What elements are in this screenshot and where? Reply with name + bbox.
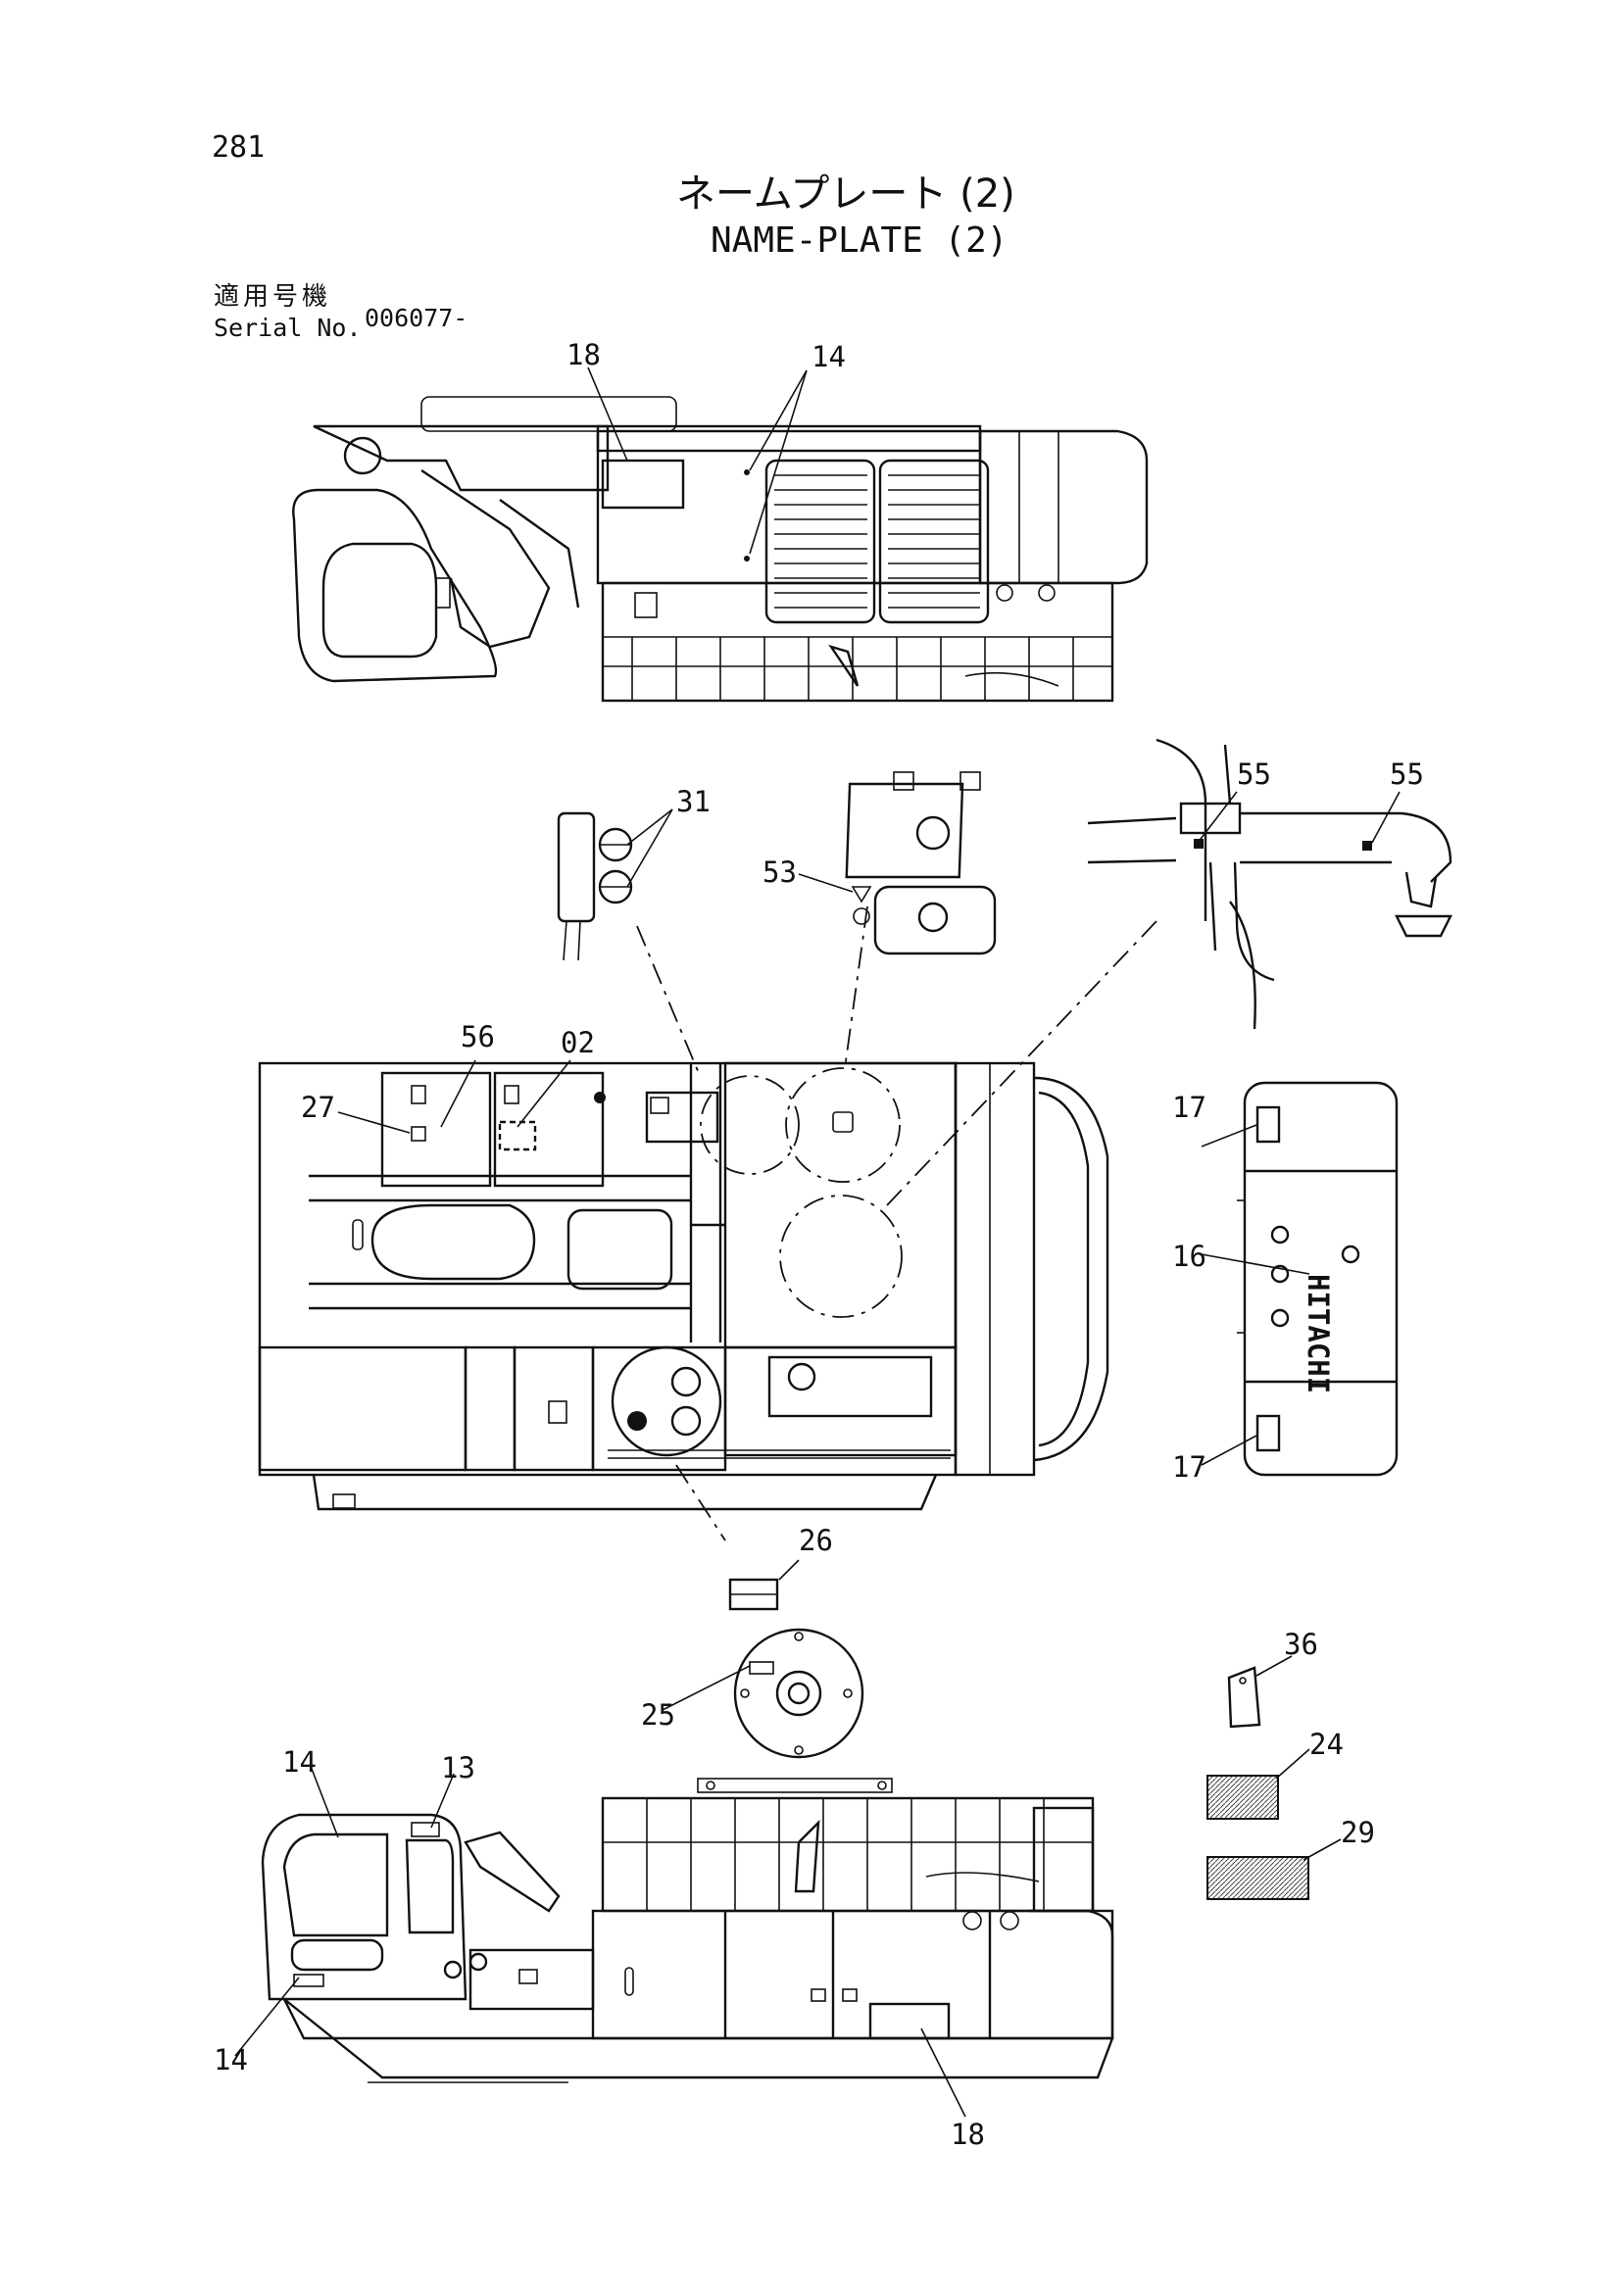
- callout-24: 24: [1309, 1728, 1344, 1761]
- plate-17-top: [1255, 1105, 1281, 1144]
- callout-14-left-top: 14: [282, 1745, 317, 1779]
- label-29: [1206, 1856, 1309, 1900]
- callout-17-top: 17: [1172, 1091, 1206, 1124]
- brand-logo-text: HITACHI: [1302, 1274, 1335, 1393]
- callout-14-top: 14: [812, 340, 846, 373]
- detail-pipe-55: [1087, 738, 1452, 1030]
- detail-counterweight: HITACHI: [1237, 1081, 1399, 1477]
- stickers-group: [1206, 1666, 1309, 1900]
- callout-36: 36: [1284, 1628, 1318, 1661]
- title-japanese: ネームプレート (2): [676, 171, 1015, 217]
- callout-14-left-bottom: 14: [214, 2043, 248, 2076]
- detail-tank-53: [845, 771, 997, 955]
- nameplate-18-lower: [868, 2002, 951, 2040]
- callout-29: 29: [1341, 1816, 1375, 1849]
- machine-plan-view: [258, 1061, 1109, 1511]
- callout-53: 53: [762, 855, 797, 889]
- callout-25: 25: [641, 1698, 675, 1732]
- callout-16: 16: [1172, 1240, 1206, 1273]
- detail-relay-31: [557, 811, 633, 961]
- plate-17-bottom: [1255, 1414, 1281, 1452]
- callout-17-bottom: 17: [1172, 1450, 1206, 1484]
- title-english: NAME-PLATE (2): [711, 220, 1008, 261]
- page-number: 281: [212, 130, 266, 165]
- serial-label-japanese: 適用号機: [214, 282, 332, 312]
- serial-label-english: Serial No.: [214, 314, 362, 342]
- leader-lines: [234, 366, 1401, 2118]
- callout-18-top: 18: [566, 338, 601, 371]
- callout-26: 26: [799, 1524, 833, 1557]
- callout-13: 13: [441, 1751, 475, 1784]
- machine-side-view-lower: [261, 1796, 1114, 2083]
- callout-27: 27: [301, 1091, 335, 1124]
- tag-36: [1227, 1666, 1261, 1729]
- detail-swing-bearing-25: [697, 1628, 893, 1793]
- callout-31: 31: [676, 785, 711, 818]
- nameplate-18-upper: [601, 459, 685, 510]
- callout-18-bottom: 18: [951, 2118, 985, 2151]
- callout-55-left: 55: [1237, 757, 1271, 791]
- callout-55-right: 55: [1390, 757, 1424, 791]
- machine-side-view-upper: [292, 396, 1149, 703]
- serial-number-value: 006077-: [365, 304, 468, 332]
- callout-02: 02: [561, 1026, 595, 1059]
- callout-56: 56: [461, 1020, 495, 1053]
- label-24: [1206, 1775, 1279, 1820]
- detail-reference-lines: [636, 905, 1157, 1541]
